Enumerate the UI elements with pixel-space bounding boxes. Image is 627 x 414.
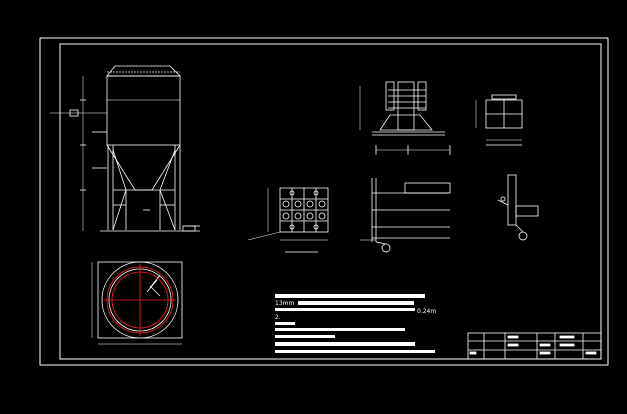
- note-line-2-value: 13mm: [275, 300, 294, 307]
- note-line-4-label: 2.: [275, 314, 281, 321]
- anchor-plate-detail: [247, 187, 329, 253]
- silo-elevation-view: [50, 65, 200, 232]
- stiffener-detail: [475, 94, 523, 146]
- connection-detail: [497, 174, 539, 241]
- silo-plan-view: [91, 261, 183, 345]
- note-line-2-tail: 0.24m: [417, 308, 436, 315]
- column-base-section: [359, 81, 451, 155]
- sheet-inner-border: [59, 43, 602, 360]
- sheet-outer-border: [39, 37, 609, 366]
- title-block: [467, 332, 602, 360]
- platform-elevation: [360, 178, 451, 253]
- design-notes: 13mm 0.24m 2.: [275, 294, 436, 353]
